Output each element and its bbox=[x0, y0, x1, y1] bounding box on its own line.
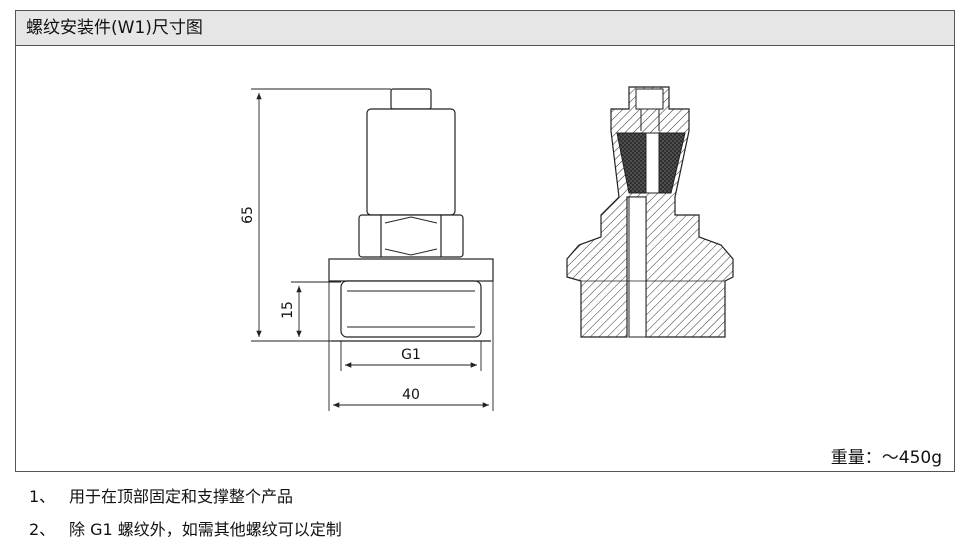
front-view bbox=[328, 88, 494, 342]
note-item: 2、除 G1 螺纹外，如需其他螺纹可以定制 bbox=[29, 513, 342, 546]
drawing-panel: 螺纹安装件(W1)尺寸图 bbox=[15, 10, 955, 472]
dim-height-thread: 15 bbox=[280, 301, 296, 319]
note-number: 1、 bbox=[29, 487, 56, 506]
weight-label: 重量： bbox=[830, 448, 882, 468]
weight-readout: 重量：～450g bbox=[831, 443, 942, 468]
dim-thread: G1 bbox=[401, 347, 421, 363]
note-number: 2、 bbox=[29, 520, 56, 539]
note-text: 用于在顶部固定和支撑整个产品 bbox=[69, 487, 294, 506]
section-view bbox=[566, 86, 734, 338]
note-item: 1、用于在顶部固定和支撑整个产品 bbox=[29, 480, 342, 513]
weight-value: ～450g bbox=[881, 448, 942, 468]
panel-title: 螺纹安装件(W1)尺寸图 bbox=[16, 11, 954, 46]
dim-height-total: 65 bbox=[240, 206, 256, 224]
note-text: 除 G1 螺纹外，如需其他螺纹可以定制 bbox=[69, 520, 342, 539]
notes-list: 1、用于在顶部固定和支撑整个产品 2、除 G1 螺纹外，如需其他螺纹可以定制 bbox=[29, 480, 342, 546]
dim-diameter: 40 bbox=[402, 387, 420, 403]
dimension-lines bbox=[251, 88, 494, 411]
dimension-drawing: 65 15 G1 40 bbox=[240, 86, 734, 411]
